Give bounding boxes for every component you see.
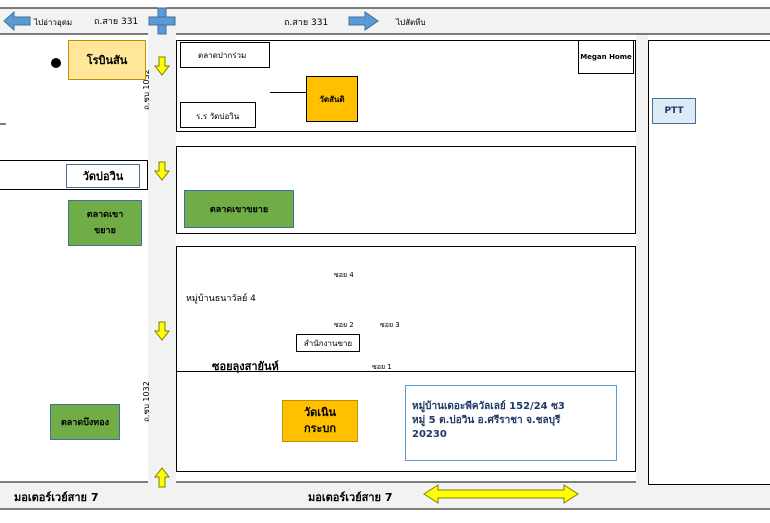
motorway-label-left: มอเตอร์เวย์สาย 7	[14, 491, 99, 504]
road-label-1032-lower: ถ.ชบ 1032	[142, 381, 151, 422]
road-right	[636, 34, 648, 484]
school-box	[180, 102, 256, 128]
connector-line	[270, 92, 306, 93]
soi2-label: ซอย 2	[334, 321, 354, 329]
market-pakruam-box	[180, 42, 270, 68]
market-khaokhai-center-box: ตลาดเขาขยาย	[184, 190, 294, 228]
megan-home-box: Megan Home	[578, 40, 634, 74]
wat-noen-krabok-box: วัดเนิน กระบก	[282, 400, 358, 442]
arrow-down-icon	[153, 161, 171, 181]
intersection-cross-icon	[148, 7, 176, 35]
road-label-left: ไปอ่าวอุดม	[34, 18, 73, 27]
block-village	[176, 246, 636, 372]
arrow-down-icon	[153, 321, 171, 341]
road-label-331-left: ถ.สาย 331	[94, 17, 139, 27]
arrow-up-icon	[153, 467, 171, 488]
soi1-label: ซอย 1	[372, 363, 392, 371]
road-331	[0, 8, 770, 34]
ptt-box: PTT	[652, 98, 696, 124]
village-thanawan-label: หมู่บ้านธนาวัลย์ 4	[186, 294, 256, 304]
arrow-down-icon	[153, 56, 171, 76]
wat-santi-box: วัดสันติ	[306, 76, 358, 122]
robinson-box: โรบินสัน	[68, 40, 146, 80]
road-label-331-right: ถ.สาย 331	[284, 18, 329, 28]
address-callout: หมู่บ้านเดอะพีควัลเลย์ 152/24 ซ3 หมู่ 5 …	[405, 385, 617, 461]
road-1032	[148, 34, 176, 489]
motorway-label-center: มอเตอร์เวย์สาย 7	[308, 491, 393, 504]
double-arrow-icon	[423, 484, 579, 504]
road-label-right: ไปสัตหีบ	[396, 18, 426, 27]
market-khaokhai-left-box: ตลาดเขา ขยาย	[68, 200, 142, 246]
soi4-label: ซอย 4	[334, 271, 354, 279]
market-bueng-thong-box: ตลาดบึงทอง	[50, 404, 120, 440]
bullet-dot-icon	[51, 58, 61, 68]
arrow-left-icon	[3, 10, 31, 32]
soi-lung-sayan-label: ซอยลุงสายันห์	[212, 360, 279, 373]
school-wat-bowin-label: ร.ร วัดบ่อวิน	[196, 112, 240, 121]
market-pakruam-label: ตลาดปากร่วม	[198, 51, 247, 60]
soi3-label: ซอย 3	[380, 321, 400, 329]
sales-office-box: สำนักงานขาย	[296, 334, 360, 352]
wat-bowin-box: วัดบ่อวิน	[66, 164, 140, 188]
arrow-right-icon	[348, 11, 379, 31]
motorway-7	[0, 482, 770, 508]
